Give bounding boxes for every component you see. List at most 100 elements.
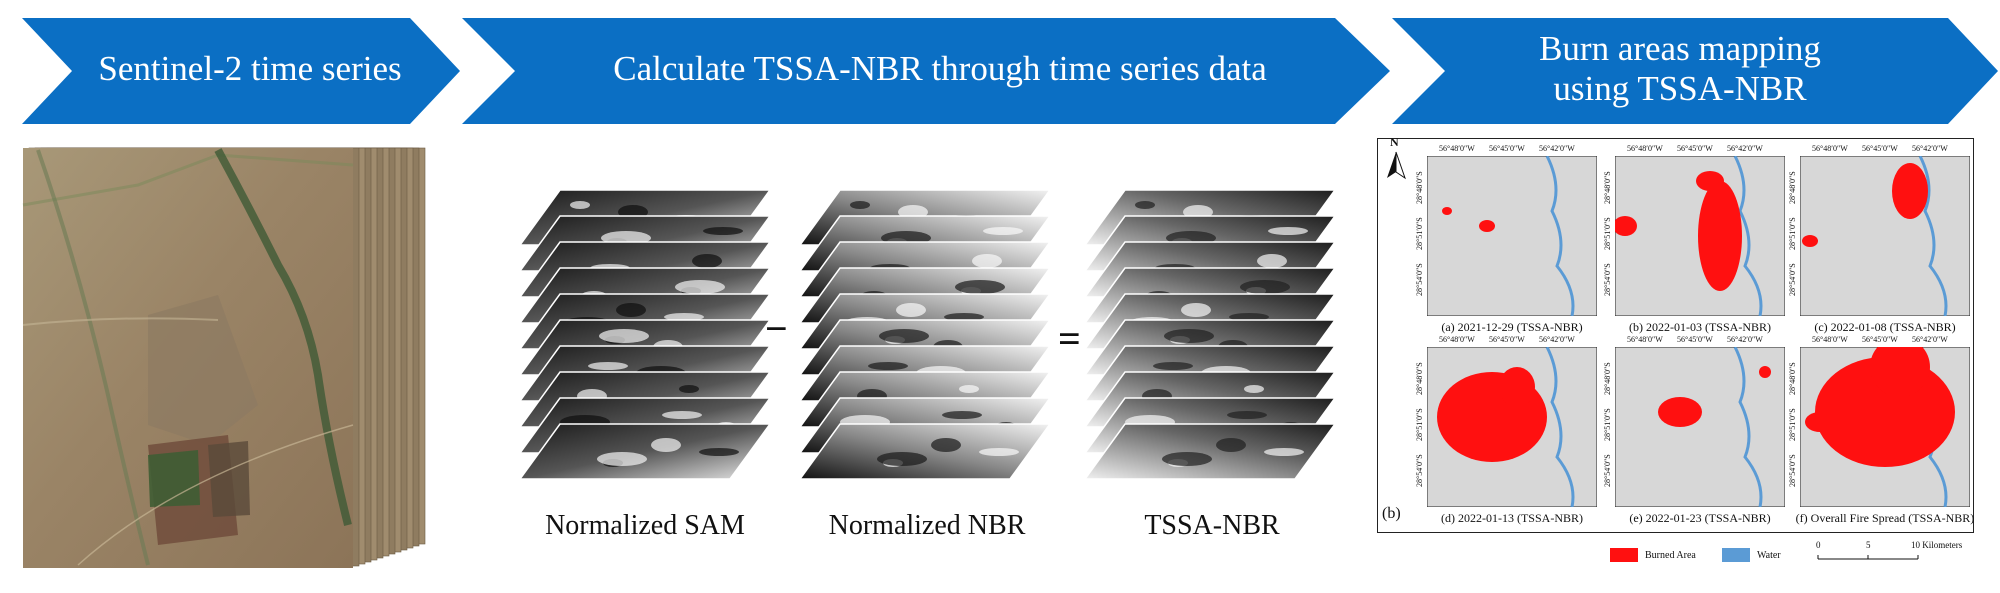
longitude-tick: 56°48′0″W [1439,335,1475,344]
latitude-tick: 28°51′0″S [1415,217,1424,250]
longitude-tick: 56°48′0″W [1812,335,1848,344]
banner-step2-chevron [462,18,1390,124]
map-caption: (f) Overall Fire Spread (TSSA-NBR) [1795,511,1975,525]
stack-texture [570,201,590,209]
stack-texture [1244,385,1264,393]
latitude-tick: 28°48′0″S [1788,171,1797,204]
water-feature [1733,156,1763,316]
tssa-nbr-stack [1083,189,1337,480]
stack-texture [931,438,961,452]
north-label: N [1390,135,1399,149]
stack-texture [1240,280,1290,294]
stack-texture [879,329,929,343]
stack-texture [1153,362,1193,370]
stack-texture [1229,313,1269,321]
stack-texture [877,452,927,466]
scale-label-10: 10 Kilometers [1911,540,1963,550]
stack-texture [679,385,699,393]
stack-texture [692,254,722,268]
longitude-tick: 56°42′0″W [1727,144,1763,153]
stack-texture [983,227,1023,235]
latitude-tick: 28°54′0″S [1415,454,1424,487]
stack-texture [699,448,739,456]
stack-texture [1162,452,1212,466]
water-feature [1545,347,1575,507]
stack-texture [1181,303,1211,317]
step1-title: Sentinel-2 time series [98,48,402,88]
latitude-tick: 28°48′0″S [1415,362,1424,395]
map-caption: (d) 2022-01-13 (TSSA-NBR) [1441,511,1583,525]
latitude-tick: 28°54′0″S [1603,454,1612,487]
burned-area [1696,171,1724,191]
latitude-tick: 28°51′0″S [1603,217,1612,250]
map-panel [1427,347,1597,507]
stack-texture [1264,448,1304,456]
normalized-nbr-stack [798,189,1052,480]
longitude-tick: 56°42′0″W [1912,335,1948,344]
burned-area [1759,366,1771,378]
longitude-tick: 56°48′0″W [1627,335,1663,344]
latitude-tick: 28°48′0″S [1603,171,1612,204]
stack-texture [664,313,704,321]
latitude-tick: 28°51′0″S [1788,408,1797,441]
longitude-tick: 56°48′0″W [1627,144,1663,153]
stack-texture [1257,254,1287,268]
latitude-tick: 28°51′0″S [1415,408,1424,441]
stack-texture [675,280,725,294]
normalized-sam-stack [518,189,772,480]
burned-area-legend-label: Burned Area [1645,550,1696,561]
map-caption: (c) 2022-01-08 (TSSA-NBR) [1814,320,1956,334]
map-panel [1800,156,1970,316]
stack-texture [979,448,1019,456]
burned-area [1805,412,1835,432]
longitude-tick: 56°45′0″W [1489,335,1525,344]
panel-tag: (b) [1382,505,1401,522]
stack-layer [798,423,1052,480]
sentinel2-front-image [22,148,354,568]
latitude-tick: 28°54′0″S [1603,263,1612,296]
stack-layer [518,423,772,480]
burned-area [1802,235,1818,247]
stack-texture [599,329,649,343]
longitude-tick: 56°42′0″W [1727,335,1763,344]
longitude-tick: 56°45′0″W [1862,144,1898,153]
latitude-tick: 28°48′0″S [1788,362,1797,395]
normalized-nbr-label: Normalized NBR [828,510,1026,541]
longitude-tick: 56°45′0″W [1489,144,1525,153]
normalized-sam-label: Normalized SAM [545,510,745,541]
stack-texture [1268,227,1308,235]
water-swatch [1722,548,1750,562]
burned-area [1658,397,1702,427]
stack-texture [896,303,926,317]
step2-title: Calculate TSSA-NBR through time series d… [613,48,1267,88]
water-feature [1733,347,1763,507]
stack-texture [597,452,647,466]
burned-area [1892,163,1928,219]
burned-area [1479,220,1495,232]
step3-title-line2: using TSSA-NBR [1553,69,1807,108]
latitude-tick: 28°54′0″S [1788,454,1797,487]
stack-texture [850,201,870,209]
layer-stacks [518,189,1337,480]
map-caption: (a) 2021-12-29 (TSSA-NBR) [1441,320,1583,334]
burn-map-figure [1377,138,1974,533]
banner-step3-chevron [1392,18,1998,124]
longitude-tick: 56°45′0″W [1862,335,1898,344]
stack-texture [1216,438,1246,452]
stack-texture [703,227,743,235]
map-panel [1800,347,1970,507]
stack-texture [959,385,979,393]
stack-texture [588,362,628,370]
longitude-tick: 56°48′0″W [1812,144,1848,153]
stack-texture [616,303,646,317]
stack-texture [955,280,1005,294]
stack-texture [868,362,908,370]
map-panel [1615,347,1785,507]
north-arrow-icon [1387,151,1406,180]
step3-title-line1: Burn areas mapping [1539,28,1821,68]
water-legend-label: Water [1757,550,1781,561]
burned-area [1698,181,1742,291]
minus-operator: − [765,306,788,351]
stack-texture [972,254,1002,268]
map-caption: (e) 2022-01-23 (TSSA-NBR) [1629,511,1771,525]
